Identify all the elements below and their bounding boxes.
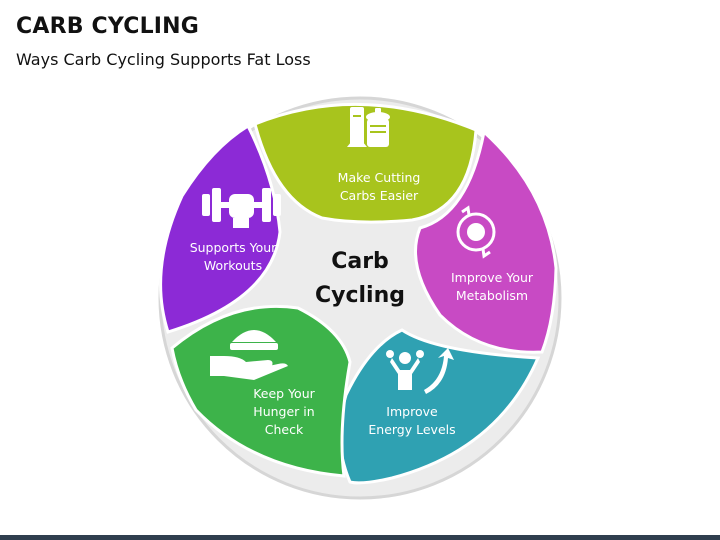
segment-label-line: Keep Your — [253, 386, 315, 401]
segment-label-line: Improve — [386, 404, 438, 419]
segment-label-line: Supports Your — [190, 240, 277, 255]
food-hand-icon — [210, 330, 288, 380]
segment-shape — [159, 123, 282, 334]
segment-improve-your-metabolism[interactable]: Improve Your Metabolism — [414, 129, 558, 354]
footer-bar — [0, 535, 720, 540]
page-subtitle: Ways Carb Cycling Supports Fat Loss — [16, 50, 311, 69]
segment-keep-your-hunger-in-check[interactable]: Keep Your Hunger in Check — [170, 304, 352, 478]
dumbbell-fist-icon — [202, 188, 281, 228]
segment-supports-your-workouts[interactable]: Supports Your Workouts — [159, 123, 282, 334]
segment-improve-energy-levels[interactable]: Improve Energy Levels — [338, 328, 541, 485]
metabolism-cycle-icon — [456, 205, 496, 259]
segment-label-line: Make Cutting — [338, 170, 421, 185]
center-label-line: Cycling — [315, 283, 405, 308]
segment-shape — [170, 304, 352, 478]
segment-shape — [253, 102, 478, 224]
segment-label-line: Metabolism — [456, 288, 528, 303]
segment-label-line: Workouts — [204, 258, 262, 273]
segment-label-line: Check — [265, 422, 304, 437]
segment-shape — [414, 129, 558, 354]
segment-label-line: Energy Levels — [368, 422, 455, 437]
segment-label-line: Hunger in — [253, 404, 314, 419]
segment-label-line: Improve Your — [451, 270, 534, 285]
energy-person-arrow-icon — [386, 348, 454, 394]
groceries-icon — [347, 107, 390, 147]
segment-label-line: Carbs Easier — [340, 188, 419, 203]
segment-make-cutting-carbs-easier[interactable]: Make Cutting Carbs Easier — [253, 102, 478, 224]
page-title: CARB CYCLING — [16, 14, 200, 39]
center-label-line: Carb — [331, 249, 389, 274]
